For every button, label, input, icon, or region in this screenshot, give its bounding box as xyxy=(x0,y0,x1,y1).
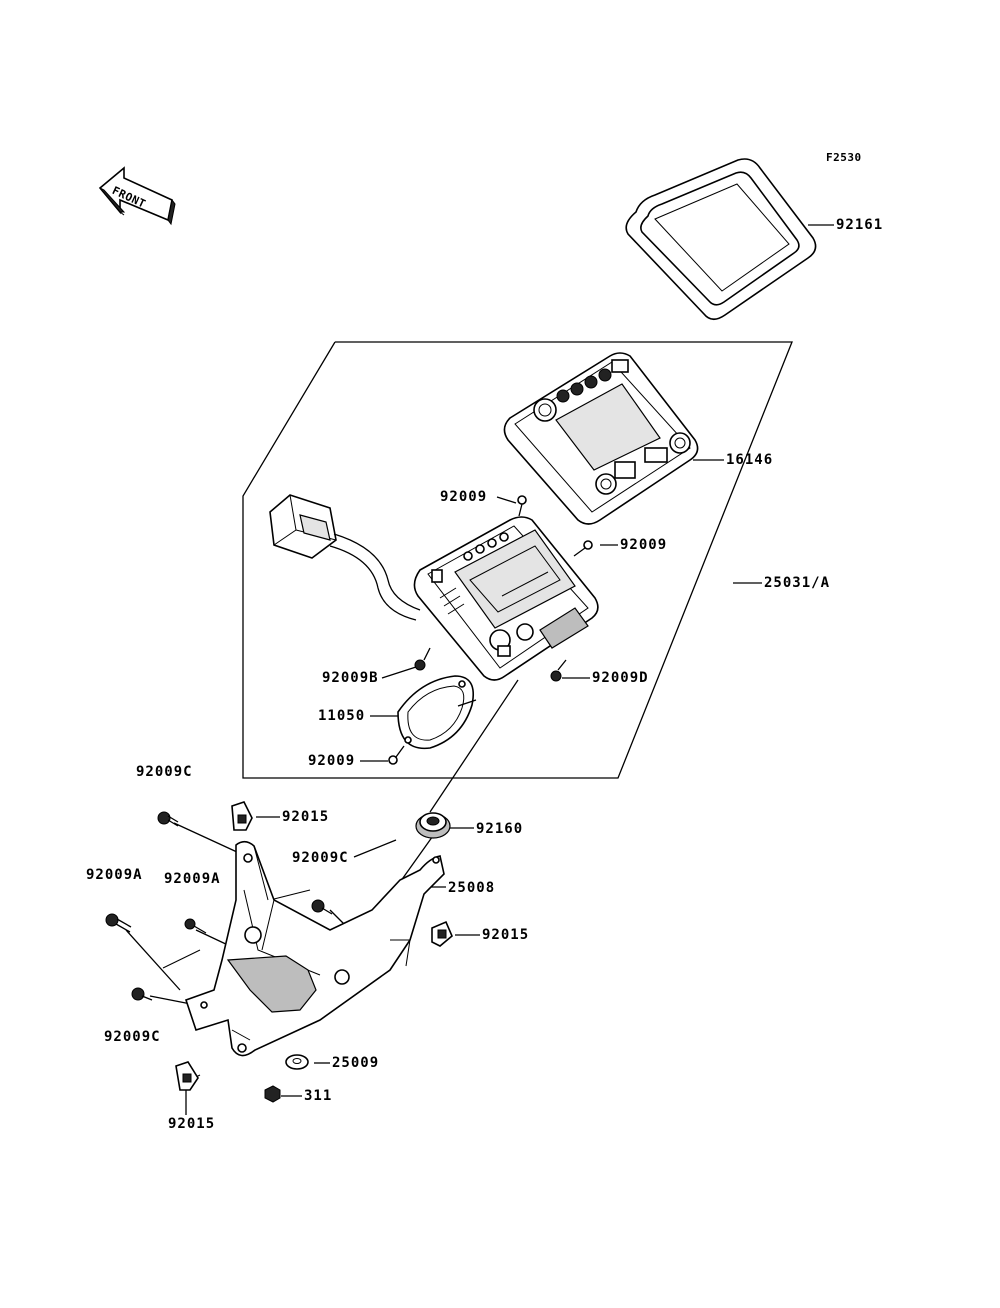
screw-92009-right-icon xyxy=(573,540,593,557)
bolt-92009C-a-icon xyxy=(157,811,179,827)
screw-92009-low-icon xyxy=(388,745,405,765)
part-label-92009-top: 92009 xyxy=(440,489,488,505)
bolt-92009A-a-icon xyxy=(105,913,132,933)
screw-92009-top-icon xyxy=(517,495,527,517)
bracket-25008 xyxy=(184,840,445,1057)
part-label-25008: 25008 xyxy=(448,880,496,896)
figure-code: F2530 xyxy=(826,151,862,164)
clip-92015-c-icon xyxy=(175,1061,199,1091)
nut-311-icon xyxy=(264,1085,281,1103)
part-label-92009-right: 92009 xyxy=(620,537,668,553)
part-label-311: 311 xyxy=(304,1088,333,1104)
meter-housing xyxy=(413,516,599,681)
part-label-92009-low: 92009 xyxy=(308,753,356,769)
front-arrow-icon xyxy=(98,166,176,226)
wire-connector xyxy=(269,494,421,621)
part-label-92160: 92160 xyxy=(476,821,524,837)
part-label-92009B: 92009B xyxy=(322,670,379,686)
part-label-92009C-c: 92009C xyxy=(104,1029,161,1045)
part-label-25031A: 25031/A xyxy=(764,575,831,591)
gasket-92161 xyxy=(625,158,817,321)
part-label-11050: 11050 xyxy=(318,708,366,724)
clip-92015-a-icon xyxy=(231,801,253,831)
part-label-92009C-a: 92009C xyxy=(136,764,193,780)
bolt-92009C-c-icon xyxy=(131,987,153,1001)
part-label-92009C-b: 92009C xyxy=(292,850,349,866)
part-label-92009D: 92009D xyxy=(592,670,649,686)
bolt-92009A-b-icon xyxy=(184,918,207,934)
part-label-92015-a: 92015 xyxy=(282,809,330,825)
part-label-16146: 16146 xyxy=(726,452,774,468)
screw-92009B-icon xyxy=(414,647,431,671)
washer-25009-icon xyxy=(285,1054,309,1070)
bolt-92009C-b-icon xyxy=(311,899,333,915)
part-label-25009: 25009 xyxy=(332,1055,380,1071)
gasket-11050 xyxy=(397,675,474,750)
leader-lines xyxy=(125,224,834,1115)
meter-cover-16146 xyxy=(503,352,699,525)
meter-assembly-outline xyxy=(242,341,793,779)
grommet-92160 xyxy=(415,812,451,839)
part-label-92009A-a: 92009A xyxy=(86,867,143,883)
part-label-92161: 92161 xyxy=(836,217,884,233)
part-label-92015-c: 92015 xyxy=(168,1116,216,1132)
part-label-92015-b: 92015 xyxy=(482,927,530,943)
screw-92009D-icon xyxy=(550,659,567,682)
clip-92015-b-icon xyxy=(431,920,453,947)
part-label-92009A-b: 92009A xyxy=(164,871,221,887)
